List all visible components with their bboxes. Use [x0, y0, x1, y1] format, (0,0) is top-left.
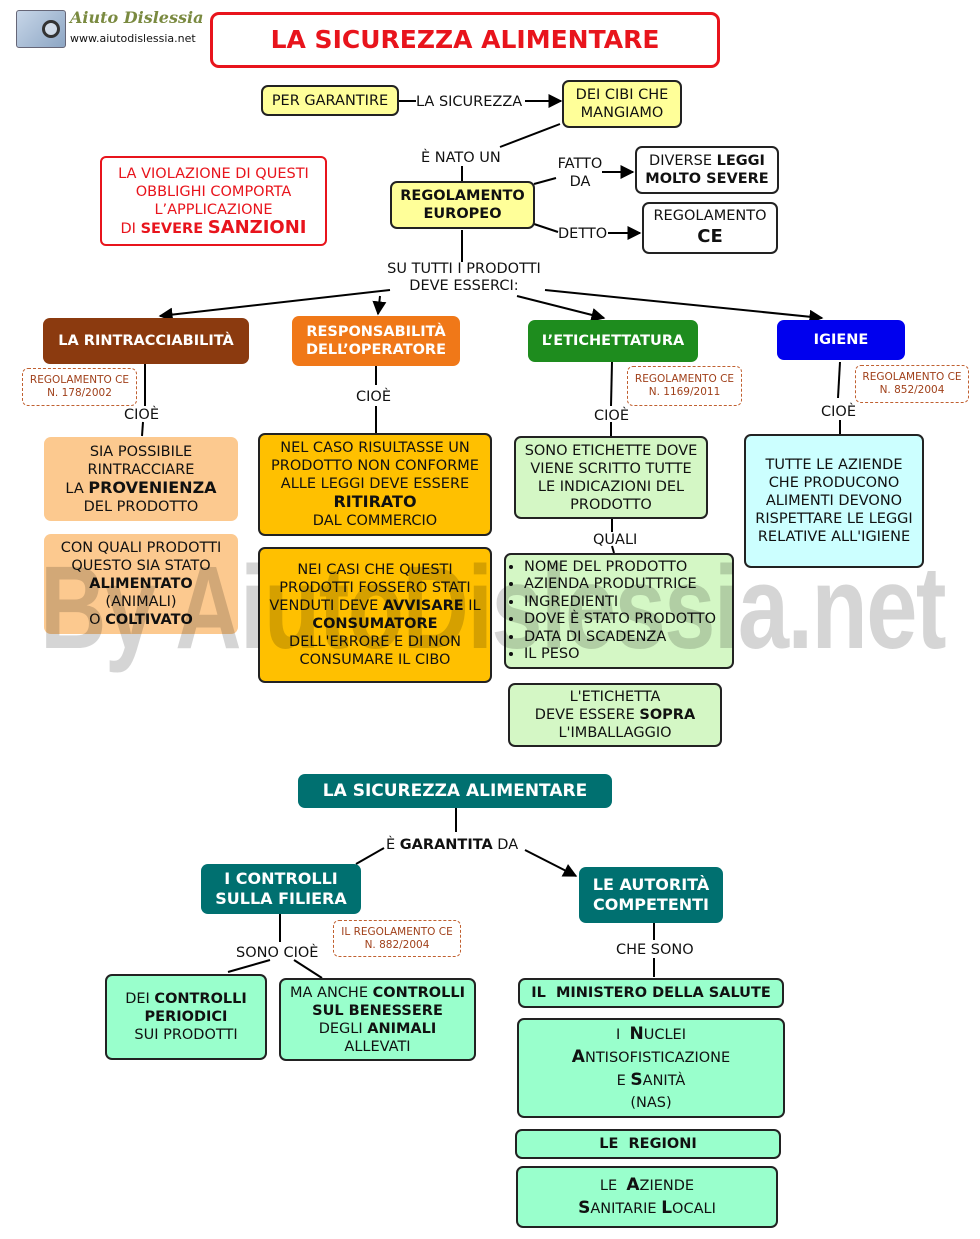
igiene-header: IGIENE	[777, 320, 905, 360]
autorita-box: LE AUTORITÀ COMPETENTI	[579, 867, 723, 923]
regioni-box: LE REGIONI	[515, 1129, 781, 1159]
fatto-da-label: FATTO DA	[557, 156, 603, 190]
cioe-label-4: CIOÈ	[821, 404, 856, 420]
cioe-label-1: CIOÈ	[124, 407, 159, 423]
la-sicurezza-label: LA SICUREZZA	[416, 94, 523, 110]
igiene-leggi-box: TUTTE LE AZIENDE CHE PRODUCONO ALIMENTI …	[744, 434, 924, 568]
etichettatura-header: L’ETICHETTATURA	[528, 320, 698, 362]
autorita-text: LE AUTORITÀ COMPETENTI	[592, 875, 710, 914]
responsabilita-header: RESPONSABILITÀ DELL’OPERATORE	[292, 316, 460, 366]
controlli-filiera-text: I CONTROLLI SULLA FILIERA	[215, 869, 347, 908]
rintracciabilita-header: LA RINTRACCIABILITÀ	[43, 318, 249, 364]
etichette-box: SONO ETICHETTE DOVE VIENE SCRITTO TUTTE …	[514, 436, 708, 519]
responsabilita-title: RESPONSABILITÀ DELL’OPERATORE	[305, 324, 446, 358]
detto-label: DETTO	[558, 226, 608, 242]
ministero-box: IL MINISTERO DELLA SALUTE	[518, 978, 784, 1008]
igiene-leggi-text: TUTTE LE AZIENDE CHE PRODUCONO ALIMENTI …	[755, 457, 913, 545]
violazione-box: LA VIOLAZIONE DI QUESTI OBBLIGHI COMPORT…	[100, 156, 327, 246]
reg-178-2002: REGOLAMENTO CE N. 178/2002	[22, 368, 137, 406]
ritirato-text: NEL CASO RISULTASSE UN PRODOTTO NON CONF…	[271, 440, 479, 529]
e-nato-un-label: È NATO UN	[421, 150, 501, 166]
regolamento-europeo-box: REGOLAMENTO EUROPEO	[390, 181, 535, 229]
per-garantire-text: PER GARANTIRE	[271, 92, 389, 109]
garantita-da-label: È GARANTITA DA	[386, 837, 519, 853]
reg-1169-2011: REGOLAMENTO CE N. 1169/2011	[627, 366, 742, 406]
ministero-text: IL MINISTERO DELLA SALUTE	[531, 985, 771, 1001]
avvisare-box: NEI CASI CHE QUESTI PRODOTTI FOSSERO STA…	[258, 547, 492, 683]
indicazione-item: DATA DI SCADENZA	[524, 629, 716, 647]
avvisare-text: NEI CASI CHE QUESTI PRODOTTI FOSSERO STA…	[269, 562, 481, 668]
dei-cibi-text: DEI CIBI CHE MANGIAMO	[575, 87, 669, 121]
page-title-text: LA SICUREZZA ALIMENTARE	[270, 25, 660, 54]
violazione-text: LA VIOLAZIONE DI QUESTI OBBLIGHI COMPORT…	[118, 165, 309, 238]
indicazione-item: INGREDIENTI	[524, 594, 716, 612]
igiene-title: IGIENE	[813, 332, 869, 348]
rintracciabilita-title: LA RINTRACCIABILITÀ	[58, 333, 234, 349]
bottom-title: LA SICUREZZA ALIMENTARE	[298, 774, 612, 808]
cioe-label-2: CIOÈ	[356, 389, 391, 405]
controlli-filiera-box: I CONTROLLI SULLA FILIERA	[201, 864, 361, 914]
bottom-title-text: LA SICUREZZA ALIMENTARE	[322, 781, 588, 801]
logo-name: Aiuto Dislessia	[70, 8, 204, 27]
per-garantire-box: PER GARANTIRE	[261, 85, 399, 116]
logo-url: www.aiutodislessia.net	[70, 32, 196, 45]
su-tutti-label: SU TUTTI I PRODOTTI DEVE ESSERCI:	[387, 261, 541, 294]
etichettatura-title: L’ETICHETTATURA	[541, 333, 685, 349]
indicazione-item: IL PESO	[524, 646, 716, 664]
che-sono-label: CHE SONO	[616, 942, 694, 958]
regolamento-europeo-text: REGOLAMENTO EUROPEO	[400, 188, 525, 222]
ritirato-box: NEL CASO RISULTASSE UN PRODOTTO NON CONF…	[258, 433, 492, 536]
cioe-label-3: CIOÈ	[594, 408, 629, 424]
indicazione-item: NOME DEL PRODOTTO	[524, 559, 716, 577]
sono-cioe-label: SONO CIOÈ	[236, 945, 319, 961]
indicazioni-list: NOME DEL PRODOTTOAZIENDA PRODUTTRICEINGR…	[512, 559, 716, 664]
regioni-text: LE REGIONI	[599, 1136, 697, 1152]
magnifier-icon	[42, 20, 60, 38]
indicazioni-list-box: NOME DEL PRODOTTOAZIENDA PRODUTTRICEINGR…	[504, 553, 734, 669]
reg-882-2004: IL REGOLAMENTO CE N. 882/2004	[333, 920, 461, 957]
page-title: LA SICUREZZA ALIMENTARE	[210, 12, 720, 68]
etichette-text: SONO ETICHETTE DOVE VIENE SCRITTO TUTTE …	[524, 442, 698, 513]
reg-852-2004: REGOLAMENTO CE N. 852/2004	[855, 365, 969, 403]
indicazione-item: DOVE È STATO PRODOTTO	[524, 611, 716, 629]
logo[interactable]: Aiuto Dislessia www.aiutodislessia.net	[14, 6, 204, 50]
dei-cibi-box: DEI CIBI CHE MANGIAMO	[562, 80, 682, 128]
quali-label: QUALI	[593, 532, 638, 548]
indicazione-item: AZIENDA PRODUTTRICE	[524, 576, 716, 594]
